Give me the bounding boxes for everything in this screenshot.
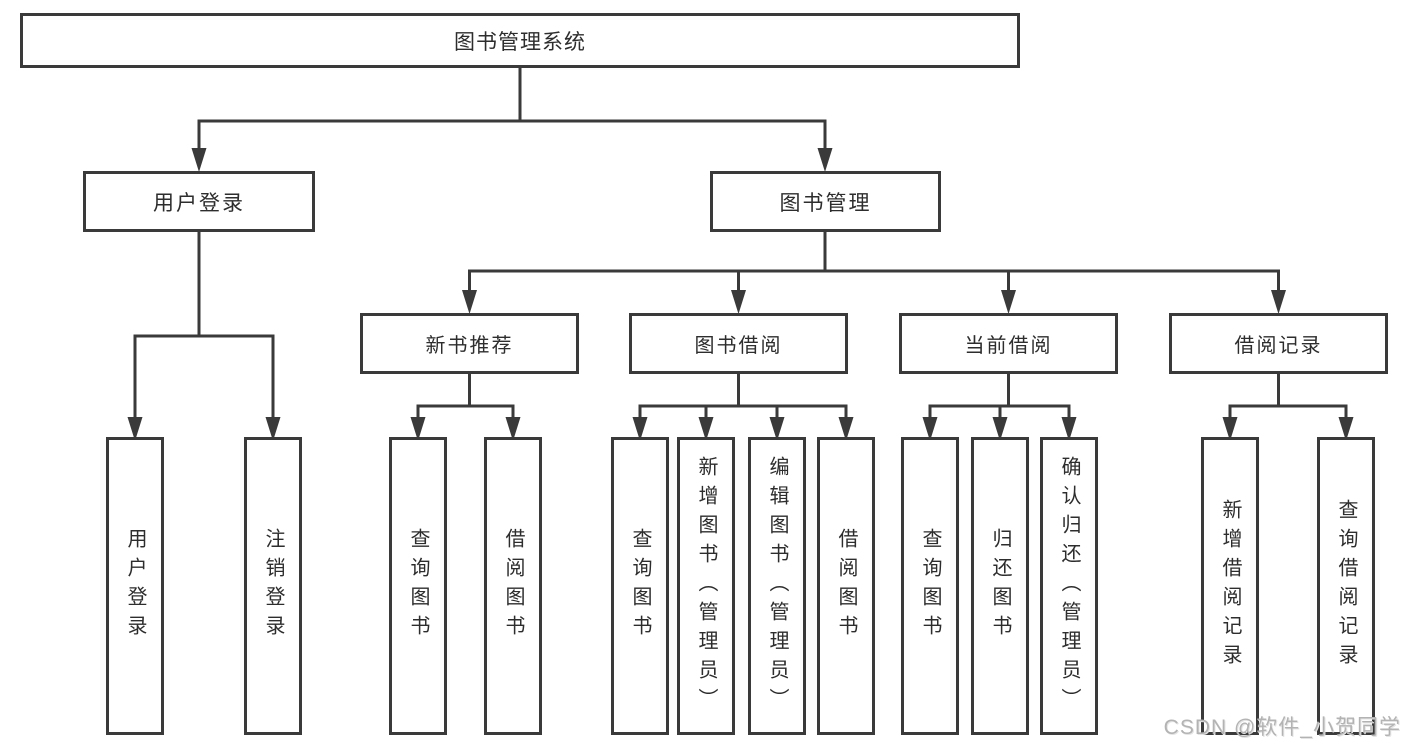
node-library-management-system: 图书管理系统: [20, 13, 1020, 68]
leaf-query-books-borrowing: 查询图书: [611, 437, 669, 735]
leaf-confirm-return-admin: 确认归还（管理员）: [1040, 437, 1098, 735]
leaf-label: 查询图书: [407, 528, 429, 644]
leaf-add-borrow-record: 新增借阅记录: [1201, 437, 1259, 735]
leaf-query-books-recommend: 查询图书: [389, 437, 447, 735]
leaf-label: 查询图书: [629, 528, 651, 644]
leaf-label: 用户登录: [124, 528, 146, 644]
node-user-login: 用户登录: [83, 171, 315, 232]
leaf-borrow-books-recommend: 借阅图书: [484, 437, 542, 735]
leaf-edit-books-admin: 编辑图书（管理员）: [748, 437, 806, 735]
node-new-book-recommend: 新书推荐: [360, 313, 579, 374]
leaf-label: 查询借阅记录: [1335, 499, 1357, 673]
leaf-label: 借阅图书: [502, 528, 524, 644]
leaf-label: 注销登录: [262, 528, 284, 644]
leaf-label: 借阅图书: [835, 528, 857, 644]
leaf-label: 归还图书: [989, 528, 1011, 644]
leaf-label: 查询图书: [919, 528, 941, 644]
node-book-borrowing: 图书借阅: [629, 313, 848, 374]
leaf-borrow-books: 借阅图书: [817, 437, 875, 735]
leaf-label: 编辑图书（管理员）: [766, 455, 788, 717]
leaf-label: 新增图书（管理员）: [695, 455, 717, 717]
leaf-add-books-admin: 新增图书（管理员）: [677, 437, 735, 735]
csdn-watermark: CSDN @软件_小贺同学: [1163, 716, 1401, 739]
leaf-query-borrow-record: 查询借阅记录: [1317, 437, 1375, 735]
leaf-label: 新增借阅记录: [1219, 499, 1241, 673]
leaf-user-login: 用户登录: [106, 437, 164, 735]
leaf-logout: 注销登录: [244, 437, 302, 735]
node-book-management: 图书管理: [710, 171, 941, 232]
node-borrow-records: 借阅记录: [1169, 313, 1388, 374]
leaf-return-books: 归还图书: [971, 437, 1029, 735]
leaf-label: 确认归还（管理员）: [1058, 455, 1080, 717]
node-current-borrowing: 当前借阅: [899, 313, 1118, 374]
leaf-query-books-current: 查询图书: [901, 437, 959, 735]
